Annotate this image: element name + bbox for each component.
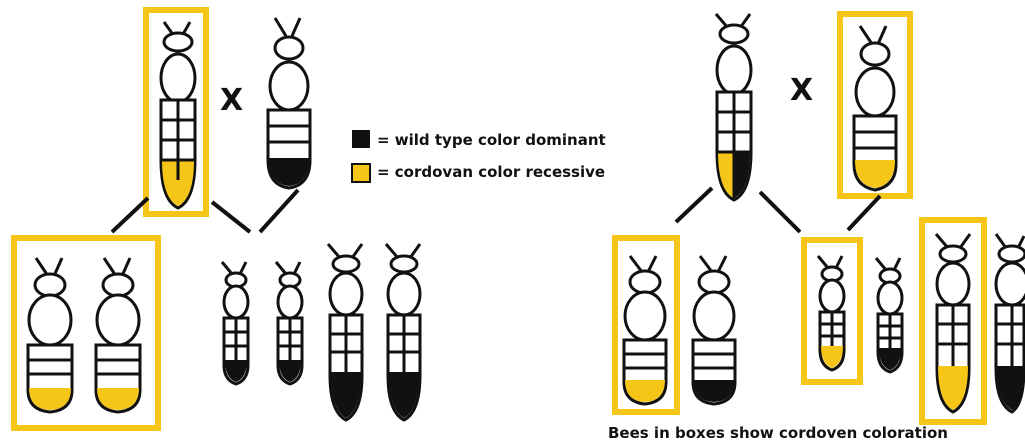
legend-wild-label: = wild type color dominant [377, 131, 606, 149]
drone-cordovan-parent [854, 26, 896, 190]
drone-wild-parent [268, 18, 310, 188]
caption: Bees in boxes show cordoven coloration [608, 424, 948, 442]
offspring-drone-cordovan [624, 256, 666, 404]
offspring-worker-wild [876, 258, 902, 372]
offspring-worker-wild [276, 262, 302, 384]
cross-symbol: X [790, 73, 813, 108]
legend-wild-swatch [352, 130, 370, 148]
offspring-worker-wild [222, 262, 248, 384]
legend-cordovan-label: = cordovan color recessive [377, 163, 605, 181]
offspring-worker-cordovan [818, 256, 844, 370]
offspring-queen-wild [386, 244, 420, 420]
queen-cordovan-parent [161, 22, 195, 208]
legend-cordovan-swatch [352, 164, 370, 182]
offspring-drone-cordovan [96, 258, 140, 412]
offspring-queen-wild [328, 244, 362, 420]
offspring-drone-cordovan [28, 258, 72, 412]
offspring-queen-cordovan [936, 234, 970, 412]
queen-wild-parent [716, 14, 751, 200]
offspring-queen-wild [996, 234, 1025, 412]
cross-symbol: X [220, 83, 243, 118]
offspring-drone-wild [693, 256, 735, 404]
